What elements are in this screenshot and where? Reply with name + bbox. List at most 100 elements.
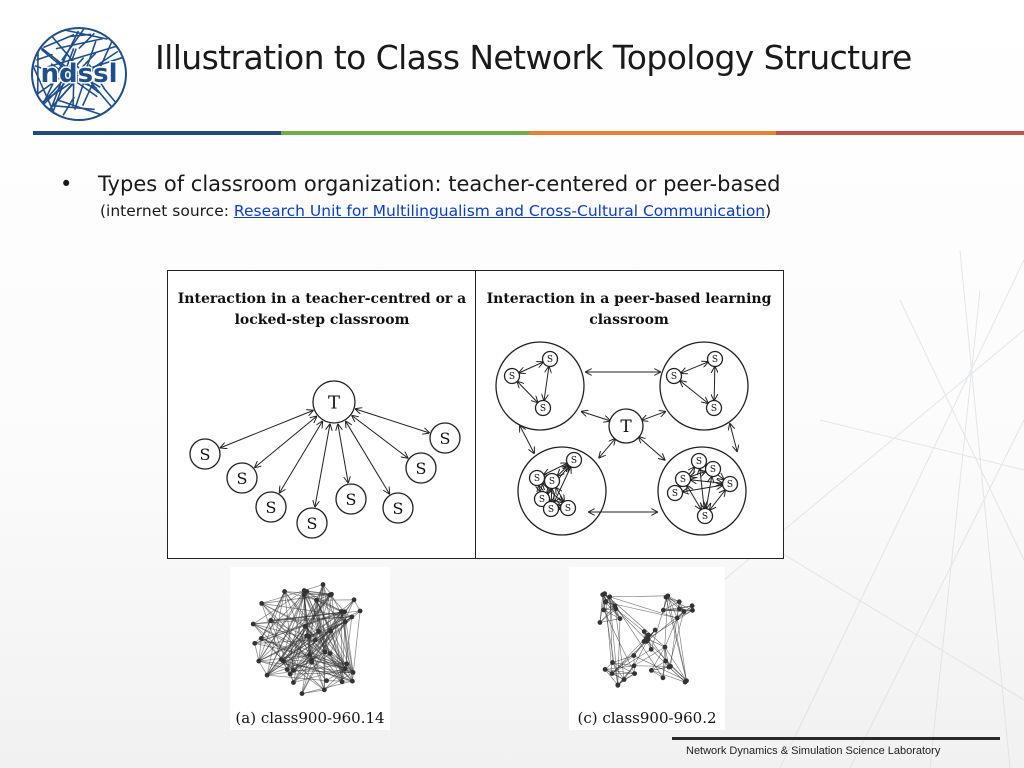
network-node	[338, 609, 344, 614]
network-node	[259, 601, 265, 606]
peer-arrow	[691, 472, 706, 477]
network-node	[321, 687, 327, 693]
footer-lab-name: Network Dynamics & Simulation Science La…	[686, 745, 941, 757]
title-underline	[33, 131, 1024, 135]
peer-based-title: Interaction in a peer-based learning cla…	[486, 291, 772, 328]
svg-text:S: S	[509, 372, 515, 382]
network-edge	[667, 595, 687, 681]
network-node	[301, 588, 307, 593]
network-edge	[651, 670, 686, 683]
network-edge	[609, 596, 664, 678]
network-edge	[633, 655, 687, 682]
network-edge	[303, 590, 346, 669]
network-edge	[662, 660, 666, 678]
network-node	[268, 618, 274, 623]
network-node	[349, 614, 355, 620]
network-edge	[254, 611, 342, 644]
svg-text:S: S	[727, 480, 733, 490]
network-edge	[663, 601, 680, 611]
bullet-text: Types of classroom organization: teacher…	[98, 172, 781, 196]
network-node	[299, 691, 305, 696]
svg-text:S: S	[200, 445, 211, 464]
network-edge	[270, 591, 285, 621]
svg-text:T: T	[620, 417, 632, 437]
network-node	[291, 680, 296, 685]
network-node	[327, 651, 333, 656]
network-node	[612, 603, 618, 609]
source-link[interactable]: Research Unit for Multilingualism and Cr…	[233, 202, 766, 220]
peer-student-node: S	[543, 472, 561, 490]
peer-arrow	[518, 382, 538, 403]
svg-text:S: S	[534, 474, 540, 484]
network-edge	[646, 610, 693, 640]
network-node	[631, 663, 637, 669]
svg-text:S: S	[266, 498, 277, 517]
svg-text:S: S	[696, 457, 702, 467]
network-image-c: (c) class900-960.2	[569, 567, 725, 730]
network-node	[349, 678, 355, 684]
network-node	[652, 627, 658, 633]
network-node	[674, 615, 680, 621]
peer-arrow	[544, 367, 549, 400]
network-nodes	[597, 591, 695, 688]
network-edge	[331, 594, 343, 682]
peer-student-node: S	[696, 507, 714, 525]
student-node: S	[382, 492, 414, 524]
network-edge	[301, 611, 342, 694]
network-edge	[324, 594, 332, 653]
svg-text:S: S	[565, 504, 571, 514]
network-nodes	[250, 582, 363, 696]
network-node	[327, 592, 333, 598]
network-node	[603, 599, 609, 604]
network-node	[615, 682, 621, 688]
group-link-arrow	[730, 424, 737, 451]
teacher-node: T	[312, 380, 356, 424]
student-node: S	[335, 483, 367, 515]
network-edge	[676, 617, 687, 681]
network-edge	[258, 660, 268, 676]
network-edge	[301, 600, 317, 694]
network-edge	[605, 601, 678, 619]
student-node: S	[255, 491, 287, 523]
peer-student-node: S	[666, 484, 684, 502]
peer-student-node: S	[559, 499, 577, 517]
network-node	[601, 607, 607, 613]
svg-text:S: S	[540, 404, 546, 414]
network-node	[282, 589, 287, 594]
network-node	[324, 678, 329, 684]
network-node	[351, 597, 357, 603]
network-edge	[609, 596, 619, 686]
network-edge	[252, 623, 325, 691]
diagram-divider	[475, 271, 476, 558]
network-node	[307, 652, 313, 658]
network-edge	[604, 593, 621, 619]
network-edge	[258, 591, 285, 662]
student-node: S	[296, 507, 328, 539]
classroom-diagram: Interaction in a teacher-centred or a lo…	[167, 270, 784, 559]
network-edge	[602, 594, 678, 619]
student-node: S	[189, 438, 221, 470]
svg-text:S: S	[702, 512, 708, 522]
network-edge	[634, 665, 671, 667]
network-edge	[287, 661, 312, 670]
network-edge	[609, 595, 668, 598]
network-node	[681, 609, 687, 614]
network-edge	[603, 609, 635, 674]
network-node	[309, 659, 315, 665]
network-node	[320, 582, 326, 587]
network-node	[342, 619, 348, 625]
logo-text: ndssl	[41, 59, 118, 89]
svg-text:S: S	[237, 469, 248, 488]
network-node	[280, 658, 286, 664]
network-edge	[633, 646, 666, 667]
network-node	[621, 677, 627, 682]
network-edge	[266, 591, 308, 676]
network-edge	[604, 669, 625, 680]
network-node	[668, 663, 673, 669]
network-node	[306, 634, 312, 639]
footer-divider	[672, 737, 1000, 740]
network-edge	[258, 638, 262, 662]
network-edge	[651, 660, 666, 671]
